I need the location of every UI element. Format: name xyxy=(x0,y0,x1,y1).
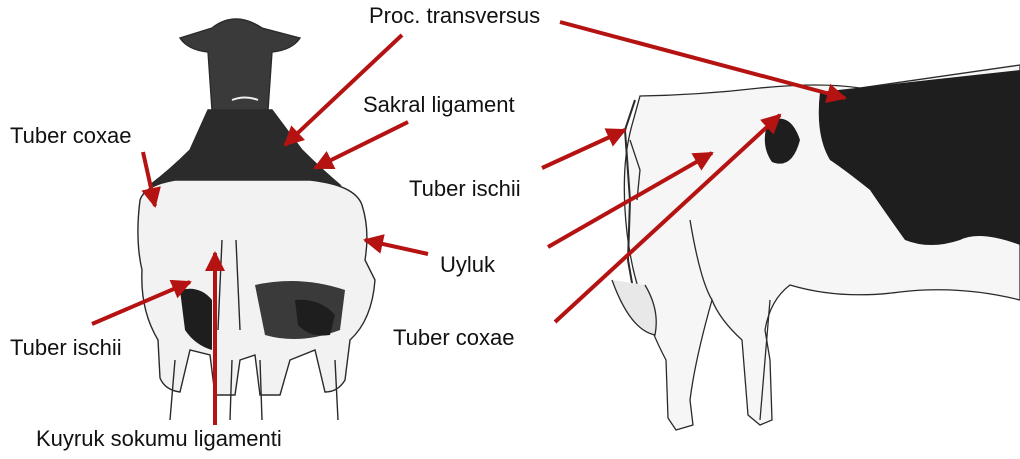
label-tuber-ischii-left: Tuber ischii xyxy=(10,337,122,359)
cow-side-view xyxy=(612,65,1020,430)
cow-rear-view xyxy=(138,19,375,420)
label-tuber-ischii-right: Tuber ischii xyxy=(409,178,521,200)
label-proc-transversus: Proc. transversus xyxy=(369,5,540,27)
label-sakral-ligament: Sakral ligament xyxy=(363,94,515,116)
arrow-tuber-ischii-right xyxy=(542,130,625,168)
label-uyluk: Uyluk xyxy=(440,254,495,276)
arrow-uyluk-left xyxy=(365,240,428,254)
label-tuber-coxae-left: Tuber coxae xyxy=(10,125,131,147)
arrow-proc-transversus-right xyxy=(560,22,845,98)
label-kuyruk: Kuyruk sokumu ligamenti xyxy=(36,428,282,450)
label-tuber-coxae-right: Tuber coxae xyxy=(393,327,514,349)
arrow-sakral-ligament xyxy=(315,122,408,168)
arrow-proc-transversus-left xyxy=(285,35,402,145)
